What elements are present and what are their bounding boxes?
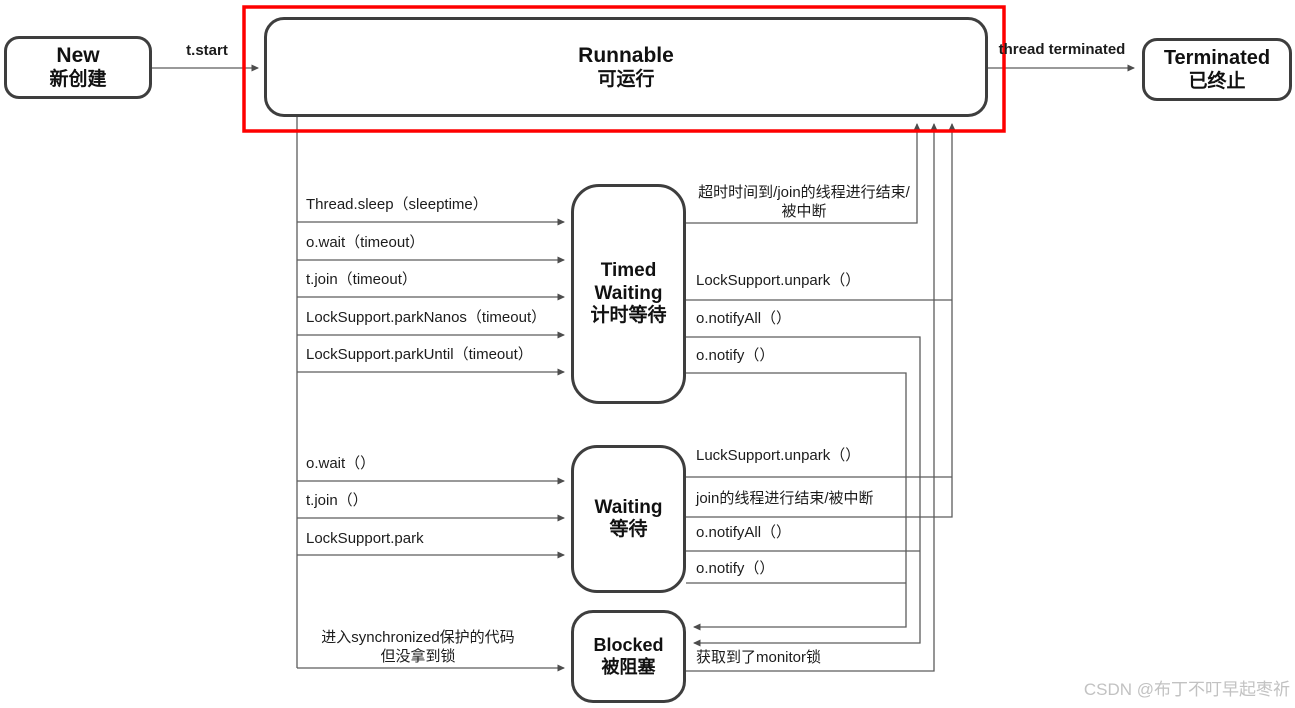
state-terminated: Terminated 已终止 <box>1142 38 1292 101</box>
state-timed-waiting-title-2: Waiting <box>594 282 663 304</box>
state-blocked-title: Blocked <box>593 635 664 656</box>
label-t-join-timeout: t.join（timeout） <box>306 271 417 288</box>
edge-timeout-return <box>686 123 921 224</box>
label-notifyall-w: o.notifyAll（） <box>696 524 792 541</box>
state-waiting-title: Waiting <box>594 496 663 518</box>
label-join-end: join的线程进行结束/被中断 <box>696 490 874 507</box>
state-runnable-subtitle: 可运行 <box>597 68 655 90</box>
label-thread-terminated: thread terminated <box>998 41 1126 58</box>
label-t-join: t.join（） <box>306 492 368 509</box>
label-enter-synchronized: 进入synchronized保护的代码 但没拿到锁 <box>298 629 538 667</box>
label-notify-w: o.notify（） <box>696 560 775 577</box>
label-timeout-return: 超时时间到/join的线程进行结束/ 被中断 <box>690 184 918 222</box>
state-timed-waiting: Timed Waiting 计时等待 <box>571 184 686 404</box>
label-t-start: t.start <box>186 42 228 59</box>
label-parkuntil: LockSupport.parkUntil（timeout） <box>306 346 533 363</box>
state-waiting: Waiting 等待 <box>571 445 686 593</box>
label-o-wait: o.wait（） <box>306 455 376 472</box>
state-new-title: New <box>56 44 100 68</box>
label-timeout-return-line1: 超时时间到/join的线程进行结束/ <box>698 184 910 201</box>
label-thread-sleep: Thread.sleep（sleeptime） <box>306 196 488 213</box>
edge-notifyall-tw <box>686 336 921 647</box>
label-locksupport-unpark: LockSupport.unpark（） <box>696 272 861 289</box>
state-timed-waiting-subtitle: 计时等待 <box>590 305 667 327</box>
state-new-subtitle: 新创建 <box>49 69 107 91</box>
label-parknanos: LockSupport.parkNanos（timeout） <box>306 309 547 326</box>
state-runnable: Runnable 可运行 <box>264 17 988 117</box>
label-notify-tw: o.notify（） <box>696 347 775 364</box>
state-new: New 新创建 <box>4 36 152 99</box>
state-timed-waiting-title-1: Timed <box>600 260 657 282</box>
label-locksupport-park: LockSupport.park <box>306 530 424 547</box>
edge-notify-tw <box>686 372 907 631</box>
edge-joinend-w <box>686 123 956 518</box>
label-timeout-return-line2: 被中断 <box>781 202 827 220</box>
csdn-watermark: CSDN @布丁不叮早起枣祈 <box>1083 680 1290 699</box>
label-notifyall-tw: o.notifyAll（） <box>696 310 792 327</box>
state-blocked: Blocked 被阻塞 <box>571 610 686 703</box>
label-enter-synchronized-line2: 但没拿到锁 <box>380 647 456 665</box>
label-enter-synchronized-line1: 进入synchronized保护的代码 <box>321 629 515 646</box>
label-o-wait-timeout: o.wait（timeout） <box>306 234 425 251</box>
state-waiting-subtitle: 等待 <box>609 519 648 540</box>
state-terminated-subtitle: 已终止 <box>1188 70 1246 92</box>
state-runnable-title: Runnable <box>578 43 674 67</box>
label-monitor-acquired: 获取到了monitor锁 <box>696 649 822 666</box>
edge-monitor <box>686 123 938 672</box>
state-terminated-title: Terminated <box>1163 46 1271 69</box>
label-lucksupport-unpark: LuckSupport.unpark（） <box>696 447 861 464</box>
state-blocked-subtitle: 被阻塞 <box>601 656 656 677</box>
